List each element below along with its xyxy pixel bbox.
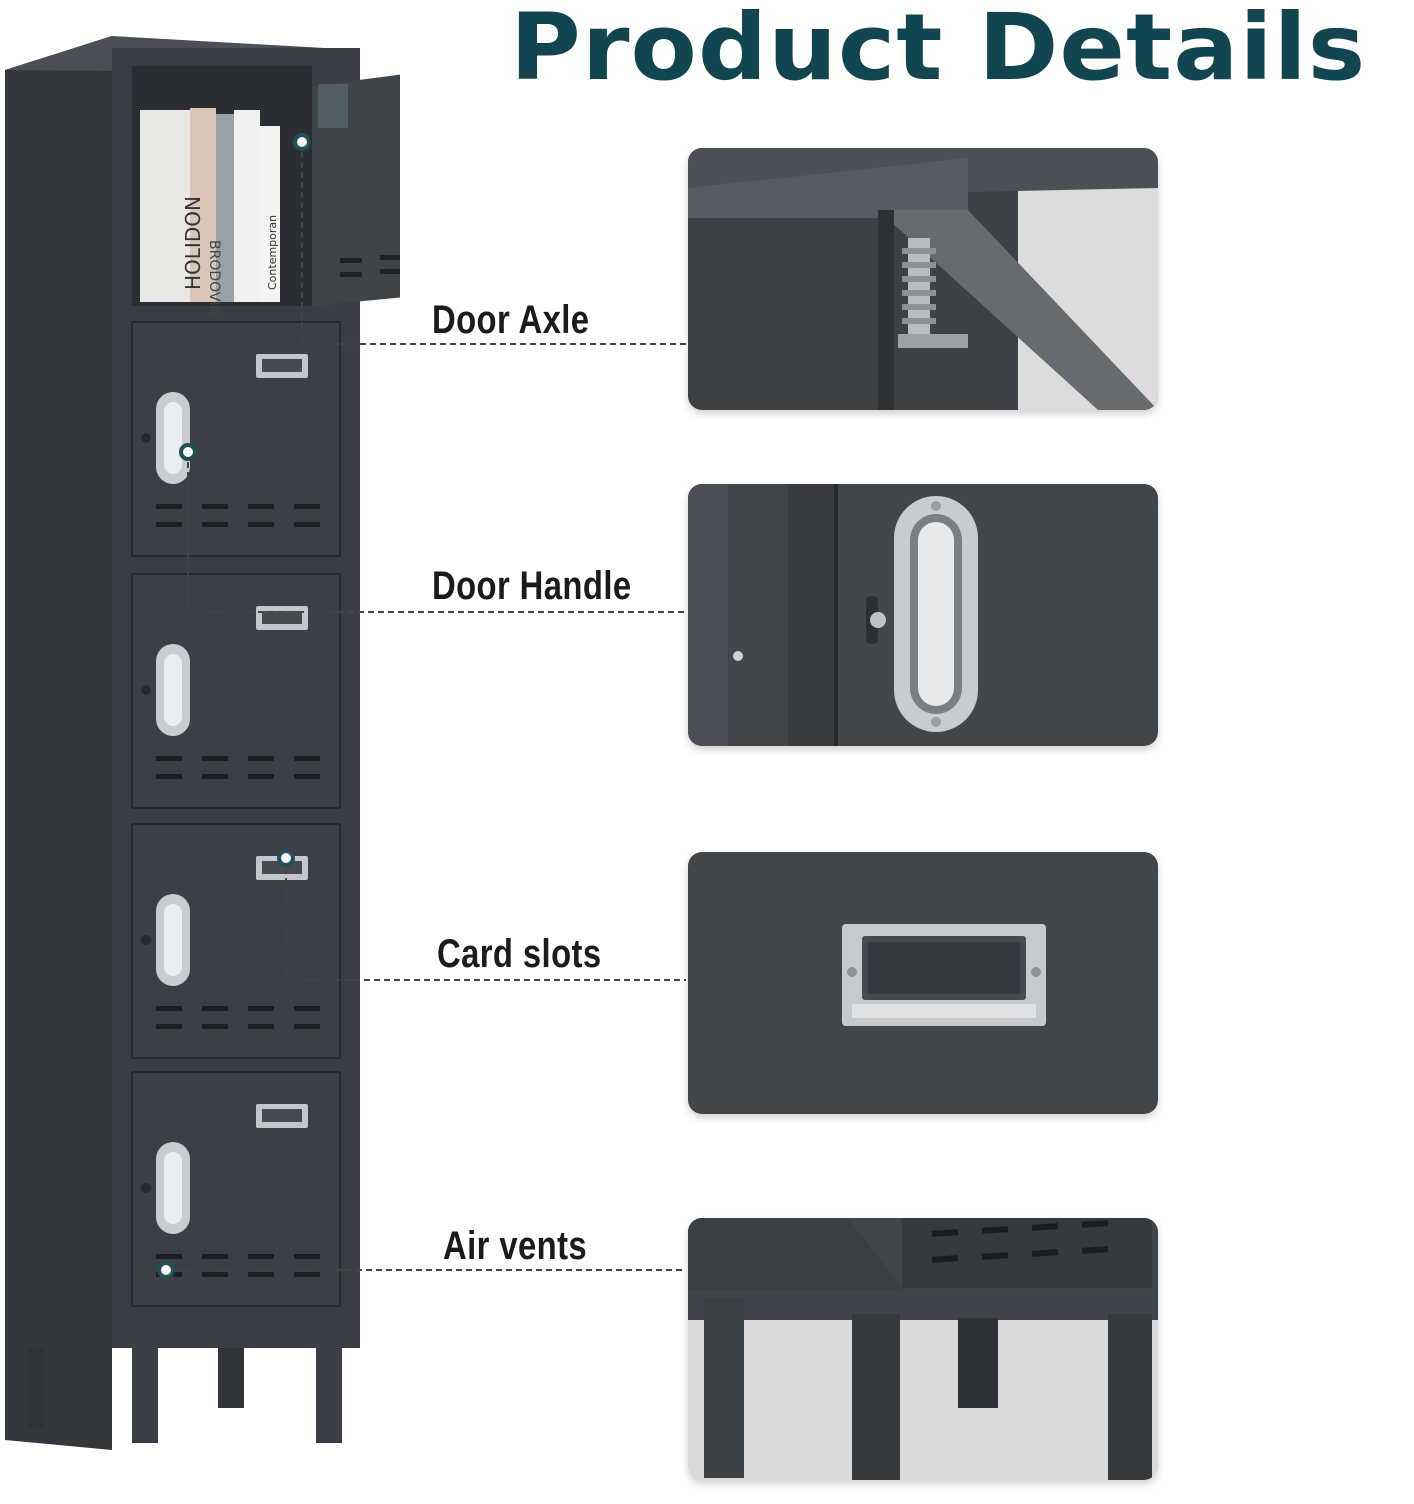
locker-illustration: HOLIDON BRODOVIA Contemporan bbox=[0, 0, 498, 1500]
air-vent-slot bbox=[156, 1254, 182, 1259]
air-vent-slot bbox=[156, 1272, 182, 1277]
air-vent-slot bbox=[248, 504, 274, 509]
air-vent-slot bbox=[156, 1024, 182, 1029]
page-title: Product Details bbox=[510, 0, 1367, 101]
air-vent-slot bbox=[156, 774, 182, 779]
air-vent-slot bbox=[248, 1272, 274, 1277]
air-vent-slot bbox=[248, 1006, 274, 1011]
air-vent-slot bbox=[294, 522, 320, 527]
card-slot-detail-image bbox=[688, 852, 1158, 1114]
air-vent-slot bbox=[294, 1006, 320, 1011]
air-vent-slot bbox=[294, 1272, 320, 1277]
door-axle-detail-image bbox=[688, 148, 1158, 410]
air-vent-slot bbox=[202, 504, 228, 509]
air-vent-slot bbox=[294, 1254, 320, 1259]
air-vent-slot bbox=[202, 1006, 228, 1011]
air-vent-slot bbox=[156, 1006, 182, 1011]
air-vent-slot bbox=[202, 1024, 228, 1029]
air-vent-slot bbox=[248, 1024, 274, 1029]
air-vent-slot bbox=[202, 774, 228, 779]
callout-air-vents: Air vents bbox=[443, 1224, 588, 1268]
air-vent-slot bbox=[294, 1024, 320, 1029]
air-vent-slot bbox=[248, 756, 274, 761]
air-vent-slot bbox=[156, 522, 182, 527]
book-spine-text: Contemporan bbox=[266, 215, 279, 290]
book-spine-text: BRODOVIA bbox=[206, 240, 222, 316]
air-vent-slot bbox=[294, 774, 320, 779]
door-handle-detail-image bbox=[688, 484, 1158, 746]
air-vents-detail-image bbox=[688, 1218, 1158, 1480]
air-vent-slot bbox=[294, 756, 320, 761]
callout-card-slots: Card slots bbox=[437, 932, 602, 976]
air-vent-slot bbox=[248, 1254, 274, 1259]
callout-door-handle: Door Handle bbox=[432, 564, 632, 608]
air-vent-slot bbox=[202, 756, 228, 761]
air-vent-slot bbox=[202, 522, 228, 527]
air-vent-slot bbox=[248, 774, 274, 779]
air-vent-slot bbox=[248, 522, 274, 527]
air-vent-slot bbox=[202, 1272, 228, 1277]
book-spine-text: HOLIDON bbox=[181, 196, 205, 290]
air-vent-slot bbox=[202, 1254, 228, 1259]
callout-door-axle: Door Axle bbox=[432, 298, 590, 342]
air-vent-slot bbox=[294, 504, 320, 509]
air-vent-slot bbox=[156, 504, 182, 509]
air-vent-slot bbox=[156, 756, 182, 761]
